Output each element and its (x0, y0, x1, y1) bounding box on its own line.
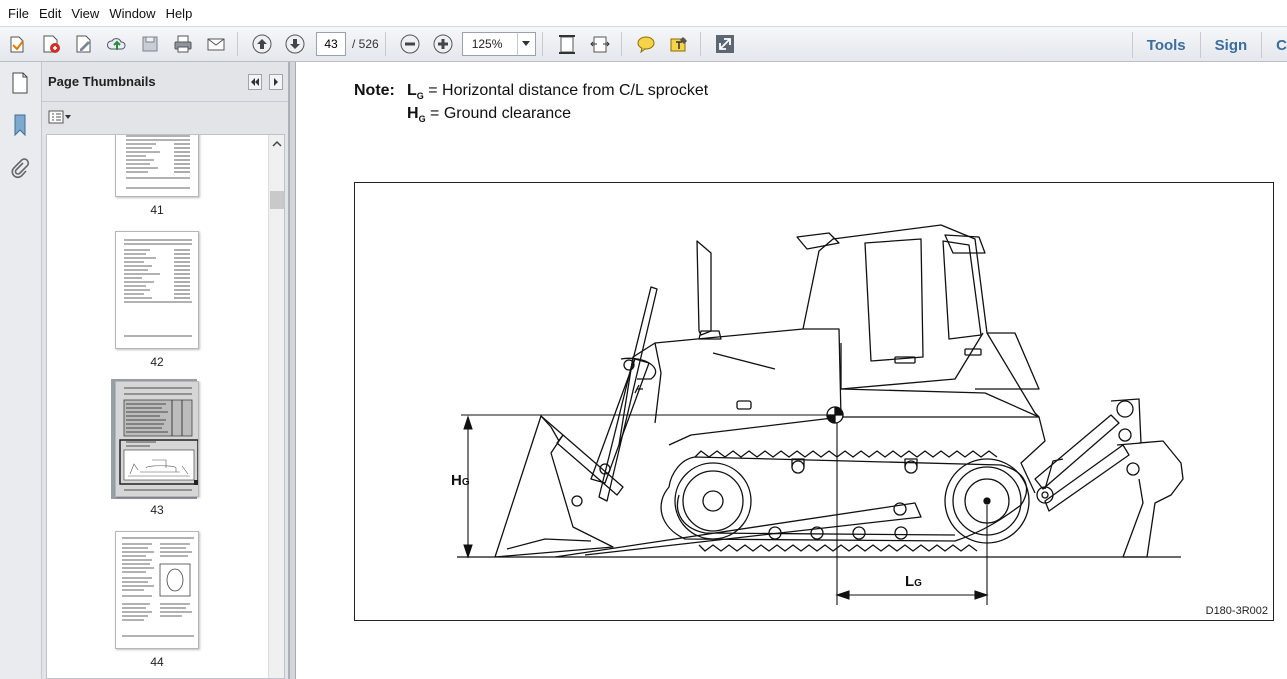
toolbar-separator (1261, 32, 1263, 58)
thumbnail-page-42[interactable]: 42 (115, 231, 201, 369)
page-number-input[interactable] (316, 32, 346, 56)
bookmarks-icon[interactable] (8, 112, 32, 138)
panel-header: Page Thumbnails (42, 62, 288, 102)
panel-splitter[interactable] (289, 62, 296, 679)
thumbnail-page-43[interactable]: 43 (115, 381, 201, 517)
previous-page-icon[interactable] (247, 29, 277, 59)
thumbnail-options[interactable] (42, 102, 288, 132)
thumbnail-label: 44 (150, 655, 164, 669)
zoom-select[interactable]: 125% (461, 32, 536, 56)
toolbar-separator (699, 32, 701, 56)
panel-title: Page Thumbnails (48, 74, 156, 89)
sign-button[interactable]: Sign (1214, 36, 1248, 54)
cloud-upload-icon[interactable] (102, 29, 132, 59)
thumbnail-page-44[interactable]: 44 (115, 531, 201, 669)
zoom-value: 125% (471, 37, 503, 51)
toolbar-separator (1199, 32, 1201, 58)
hg-dimension-label: HG (451, 472, 470, 489)
menu-bar: File Edit View Window Help (0, 0, 1287, 26)
menu-edit[interactable]: Edit (38, 5, 62, 21)
lg-subscript: G (416, 91, 424, 102)
email-icon[interactable] (201, 29, 231, 59)
scroll-up-icon[interactable] (272, 140, 282, 147)
toolbar-separator (1131, 32, 1133, 58)
open-icon[interactable] (3, 29, 33, 59)
menu-window[interactable]: Window (109, 5, 156, 21)
hg-subscript: G (418, 114, 426, 125)
thumbnail-label: 43 (150, 503, 164, 517)
note-label: Note: (354, 82, 395, 99)
navigation-rail (0, 62, 42, 679)
zoom-out-icon[interactable] (395, 29, 425, 59)
expand-icon[interactable] (710, 29, 740, 59)
hg-dimension-subscript: G (462, 477, 470, 488)
fit-page-icon[interactable] (552, 29, 582, 59)
highlight-icon[interactable] (664, 29, 694, 59)
lg-text: = Horizontal distance from C/L sprocket (423, 82, 709, 99)
toolbar: / 526 125% Tools Sign C (0, 26, 1287, 62)
thumbnail-panel: Page Thumbnails (42, 62, 289, 679)
note-line-hg: HG = Ground clearance (407, 105, 571, 124)
create-pdf-icon[interactable] (36, 29, 66, 59)
document-view: Note: LG = Horizontal distance from C/L … (296, 62, 1287, 679)
thumbnail-label: 41 (150, 203, 164, 217)
save-icon[interactable] (135, 29, 165, 59)
thumbnail-image (115, 231, 199, 349)
comment-button[interactable]: C (1276, 36, 1287, 54)
hg-text: = Ground clearance (425, 105, 571, 122)
lg-dimension-symbol: L (905, 573, 914, 590)
lg-symbol: L (407, 82, 417, 99)
hg-dimension-symbol: H (451, 472, 462, 489)
print-icon[interactable] (168, 29, 198, 59)
page-total: / 526 (352, 37, 379, 51)
tools-button[interactable]: Tools (1146, 36, 1186, 54)
lg-dimension-label: LG (905, 573, 922, 590)
comment-icon[interactable] (631, 29, 661, 59)
toolbar-separator (237, 32, 238, 56)
attachments-icon[interactable] (8, 156, 32, 182)
toolbar-separator (384, 32, 386, 56)
thumbnail-image (115, 135, 199, 197)
toolbar-separator (541, 32, 543, 56)
dozer-diagram: HG LG (451, 224, 1184, 605)
zoom-in-icon[interactable] (428, 29, 458, 59)
edit-icon[interactable] (69, 29, 99, 59)
lg-dimension-subscript: G (914, 578, 922, 589)
page-thumbnails-icon[interactable] (8, 70, 32, 96)
thumbnail-scrollbar[interactable] (268, 135, 284, 678)
menu-file[interactable]: File (8, 5, 29, 21)
fit-width-icon[interactable] (585, 29, 615, 59)
panel-arrow-icon[interactable] (269, 74, 283, 90)
thumbnail-page-41[interactable]: 41 (115, 135, 201, 217)
toolbar-separator (620, 32, 622, 56)
dozer-figure: HG LG D180-3R002 (354, 182, 1274, 621)
scrollbar-thumb[interactable] (270, 191, 284, 209)
thumbnail-image (115, 381, 199, 497)
chevron-down-icon[interactable] (516, 33, 535, 55)
menu-view[interactable]: View (71, 5, 100, 21)
options-menu-icon[interactable] (48, 110, 72, 124)
next-page-icon[interactable] (280, 29, 310, 59)
toolbar-right: Tools Sign C (1131, 27, 1287, 63)
hg-symbol: H (407, 105, 419, 122)
thumbnail-list[interactable]: 41 (46, 134, 285, 679)
collapse-panel-icon[interactable] (248, 74, 262, 90)
figure-id: D180-3R002 (1205, 605, 1268, 617)
thumbnail-image (115, 531, 199, 649)
note-line-lg: LG = Horizontal distance from C/L sprock… (407, 82, 708, 101)
thumbnail-label: 42 (150, 355, 164, 369)
menu-help[interactable]: Help (165, 5, 193, 21)
